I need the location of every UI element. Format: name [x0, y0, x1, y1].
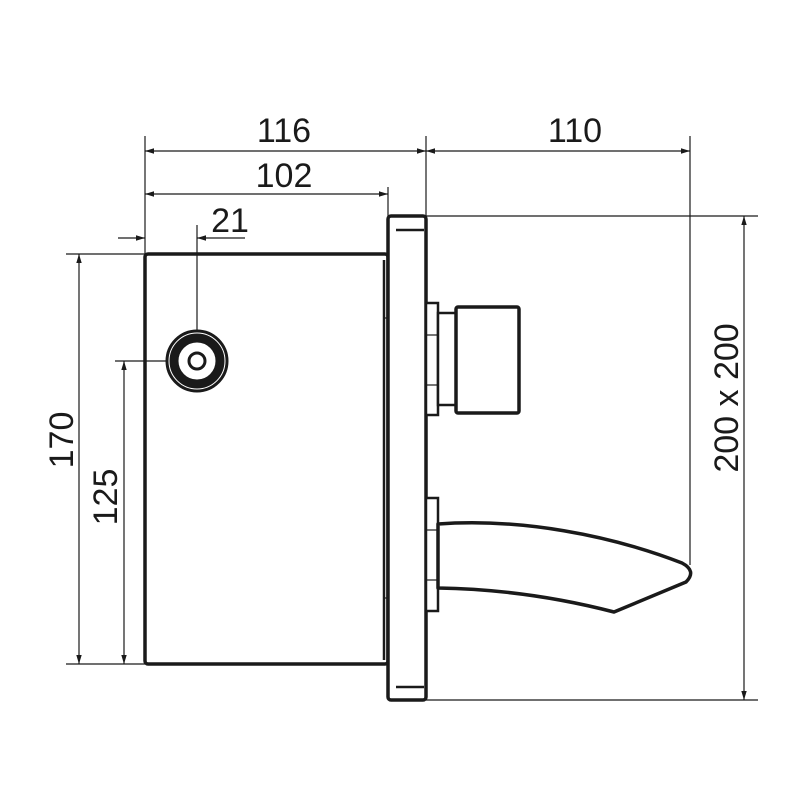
dim-overall-depth-label: 116	[257, 112, 311, 150]
wall-plate	[382, 214, 428, 702]
dim-sensor-height-label: 125	[87, 469, 125, 526]
dimension-lines	[76, 148, 747, 700]
dim-spout-projection-label: 110	[548, 112, 602, 150]
housing-body	[143, 252, 390, 666]
control-knob	[424, 301, 521, 417]
dim-body-depth-label: 102	[256, 157, 313, 195]
sensor-icon	[165, 329, 229, 393]
dim-sensor-offset-label: 21	[211, 202, 249, 240]
dim-body-height-label: 170	[43, 412, 81, 469]
spout	[424, 496, 693, 614]
dim-plate-size-label: 200 x 200	[708, 323, 746, 472]
